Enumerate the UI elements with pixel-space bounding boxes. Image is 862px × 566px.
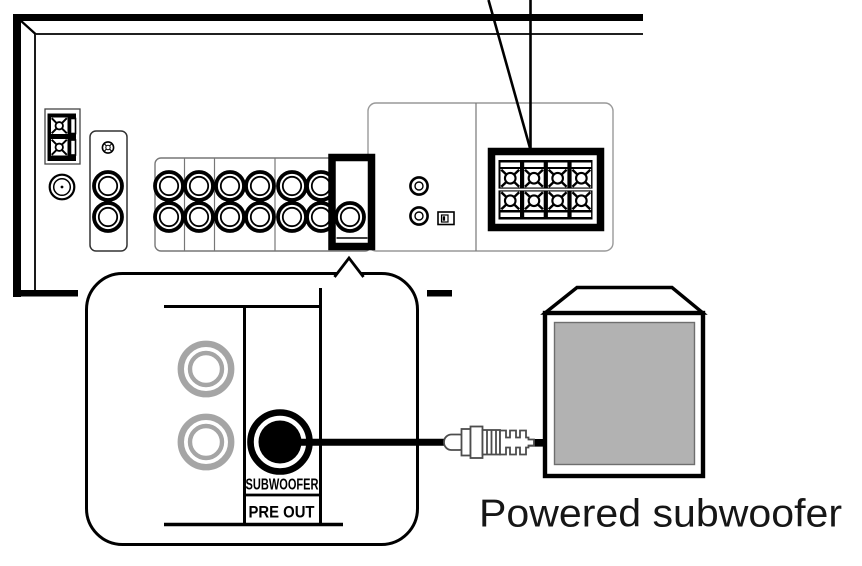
panel-corner-bevel [19, 19, 37, 35]
rca-jack-small-icon [409, 176, 429, 196]
rca-jack-small-icon [409, 206, 429, 226]
subwoofer-grille [553, 321, 696, 466]
rca-jack-icon [92, 201, 124, 233]
subwoofer-jack-icon [334, 201, 366, 233]
screw-icon [101, 141, 115, 154]
speaker-terminal-2way-icon [44, 108, 81, 165]
speaker-terminal-8way [487, 147, 605, 232]
subwoofer-preout-highlight [328, 153, 376, 251]
preout-label: PRE OUT [249, 504, 315, 522]
panel-top-edge [13, 14, 643, 21]
audio-jack-group [153, 157, 372, 252]
subwoofer-top-face [540, 285, 708, 315]
bubble-tail [334, 257, 364, 277]
subwoofer-label: SUBWOOFER [246, 477, 319, 494]
side-jack-panel [89, 130, 128, 252]
callout-bubble: SUBWOOFER PRE OUT [85, 255, 419, 546]
adjacent-jack-muted [177, 340, 235, 398]
rca-plug-icon [443, 425, 535, 459]
pointer-lines [487, 0, 532, 149]
panel-left-edge [13, 14, 21, 297]
rca-jack-icon [92, 170, 124, 202]
antenna-jack-icon [48, 173, 76, 201]
receiver-rear-panel-outline [13, 14, 643, 297]
figure-caption: Powered subwoofer [479, 493, 842, 536]
powered-subwoofer-box [540, 285, 708, 479]
panel-bottom-edge-left [13, 290, 78, 297]
optical-port-icon [437, 211, 455, 226]
adjacent-jack-muted [177, 413, 235, 471]
panel-bottom-edge-right [427, 290, 452, 297]
